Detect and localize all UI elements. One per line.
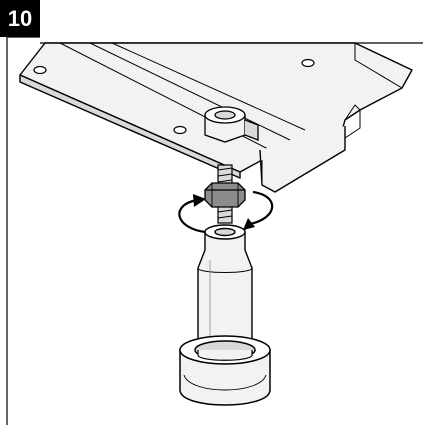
step-number-badge: 10 [0, 0, 40, 37]
lock-nut [204, 182, 246, 208]
base-pad [179, 335, 271, 406]
rail-hole-2 [173, 125, 187, 135]
top-nut [204, 106, 259, 143]
rail-hole-3 [301, 58, 315, 68]
rail-hole-1 [33, 65, 47, 75]
leveling-foot [197, 224, 253, 351]
arrowheads [193, 194, 255, 230]
mounting-holes [33, 58, 315, 135]
